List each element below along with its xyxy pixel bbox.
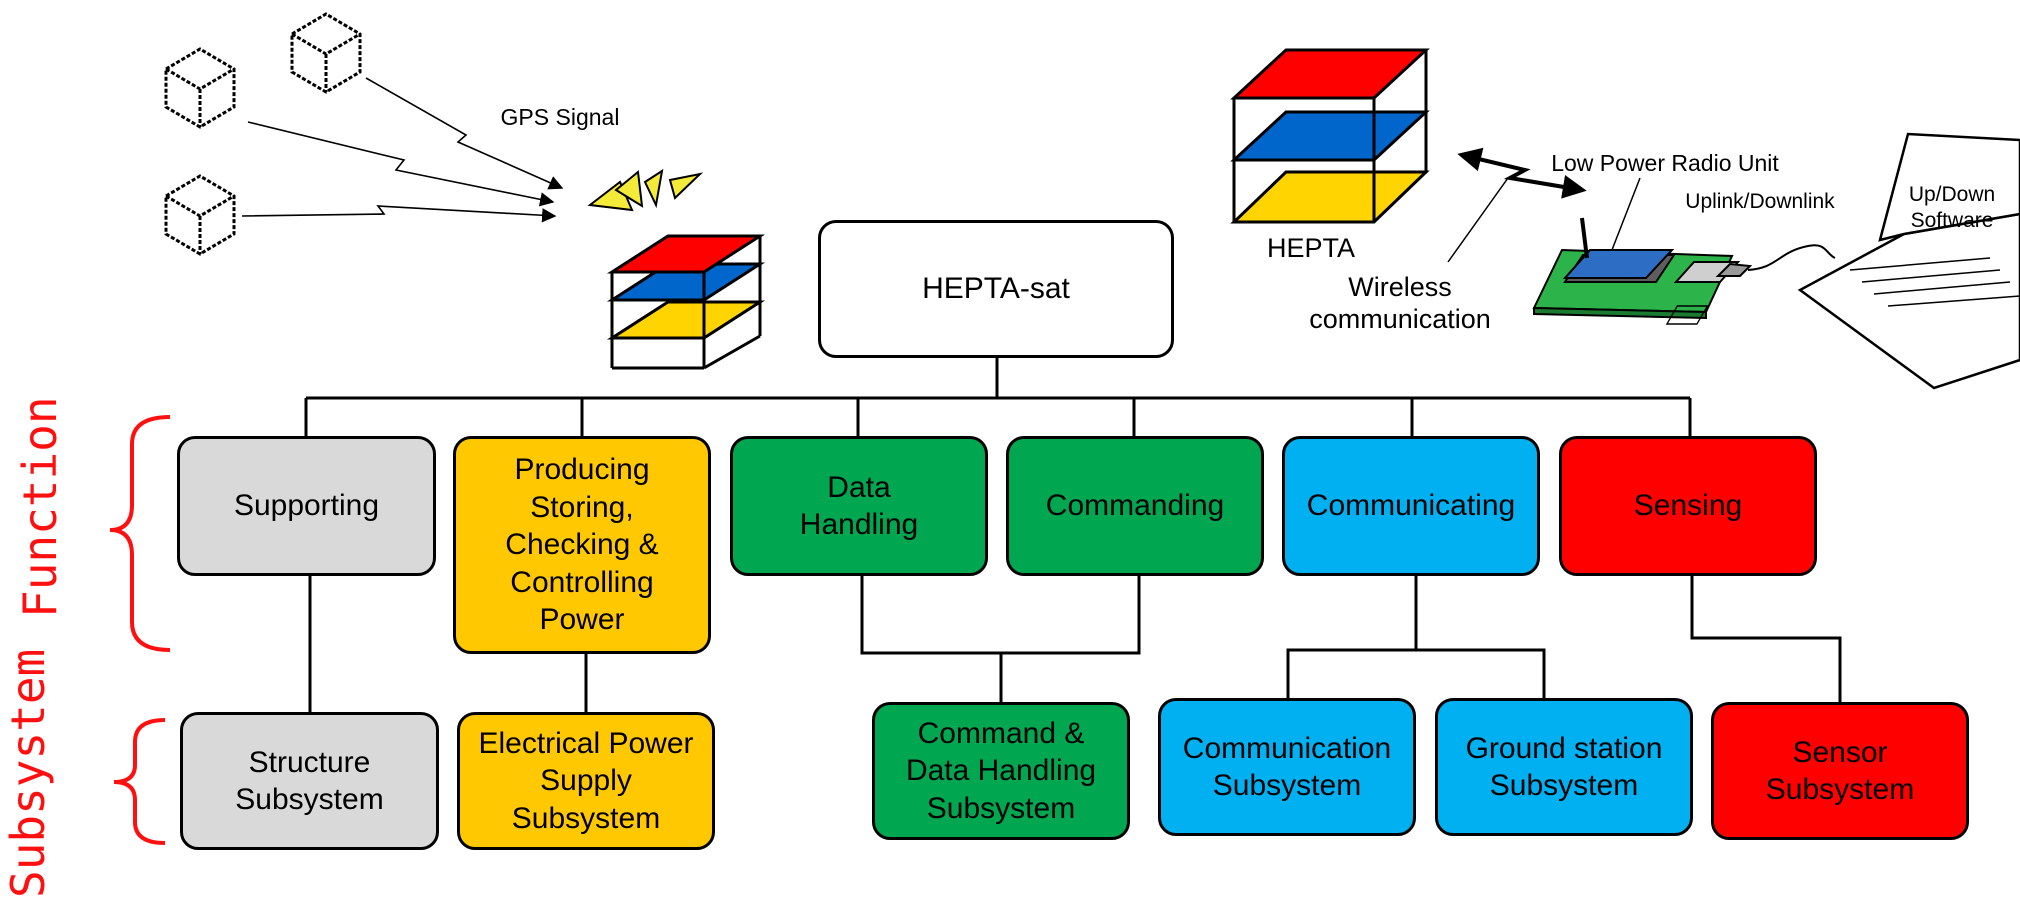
side-label-subsystem: Subsystem: [1, 648, 55, 898]
hepta-cube-icon: [606, 234, 766, 370]
subsystem-structure: Structure Subsystem: [180, 712, 439, 850]
function-commanding: Commanding: [1006, 436, 1264, 576]
subsystem-electrical-power: Electrical Power Supply Subsystem: [457, 712, 715, 850]
gps-antenna-icon: [587, 168, 704, 212]
hepta-cube-large-icon: [1230, 48, 1430, 224]
subsystem-sensor: Sensor Subsystem: [1711, 702, 1969, 840]
wireless-arrow: [1457, 147, 1587, 199]
gps-signal-lines: [241, 77, 564, 223]
subsystem-command-data-handling: Command & Data Handling Subsystem: [872, 702, 1130, 840]
side-label-function: Function: [13, 396, 67, 618]
function-data-handling: Data Handling: [730, 436, 988, 576]
leader-lines: [1447, 177, 1641, 263]
function-sensing: Sensing: [1559, 436, 1817, 576]
subsystem-ground-station: Ground station Subsystem: [1435, 698, 1693, 836]
gps-satellite-icon: [290, 12, 362, 94]
gps-signal-label: GPS Signal: [500, 104, 620, 130]
laptop-icon: [1665, 132, 2020, 390]
wireless-communication-label: Wireless communication: [1309, 272, 1491, 335]
subsystem-brace: [113, 718, 166, 845]
function-communicating: Communicating: [1282, 436, 1540, 576]
subsystem-communication: Communication Subsystem: [1158, 698, 1416, 836]
gps-satellite-icon: [164, 47, 236, 129]
gps-satellite-icon: [164, 174, 236, 256]
radio-unit-label: Low Power Radio Unit: [1551, 150, 1779, 176]
function-power: Producing Storing, Checking & Controllin…: [453, 436, 711, 654]
uplink-downlink-label: Uplink/Downlink: [1685, 190, 1835, 213]
hepta-label: HEPTA: [1266, 233, 1355, 263]
function-supporting: Supporting: [177, 436, 436, 576]
radio-unit-icon: [1532, 217, 1836, 320]
tree-connectors: [304, 357, 1842, 712]
root-box-hepta-sat: HEPTA-sat: [818, 220, 1174, 358]
function-brace: [109, 415, 171, 652]
software-label: Up/Down Software: [1908, 183, 1996, 233]
